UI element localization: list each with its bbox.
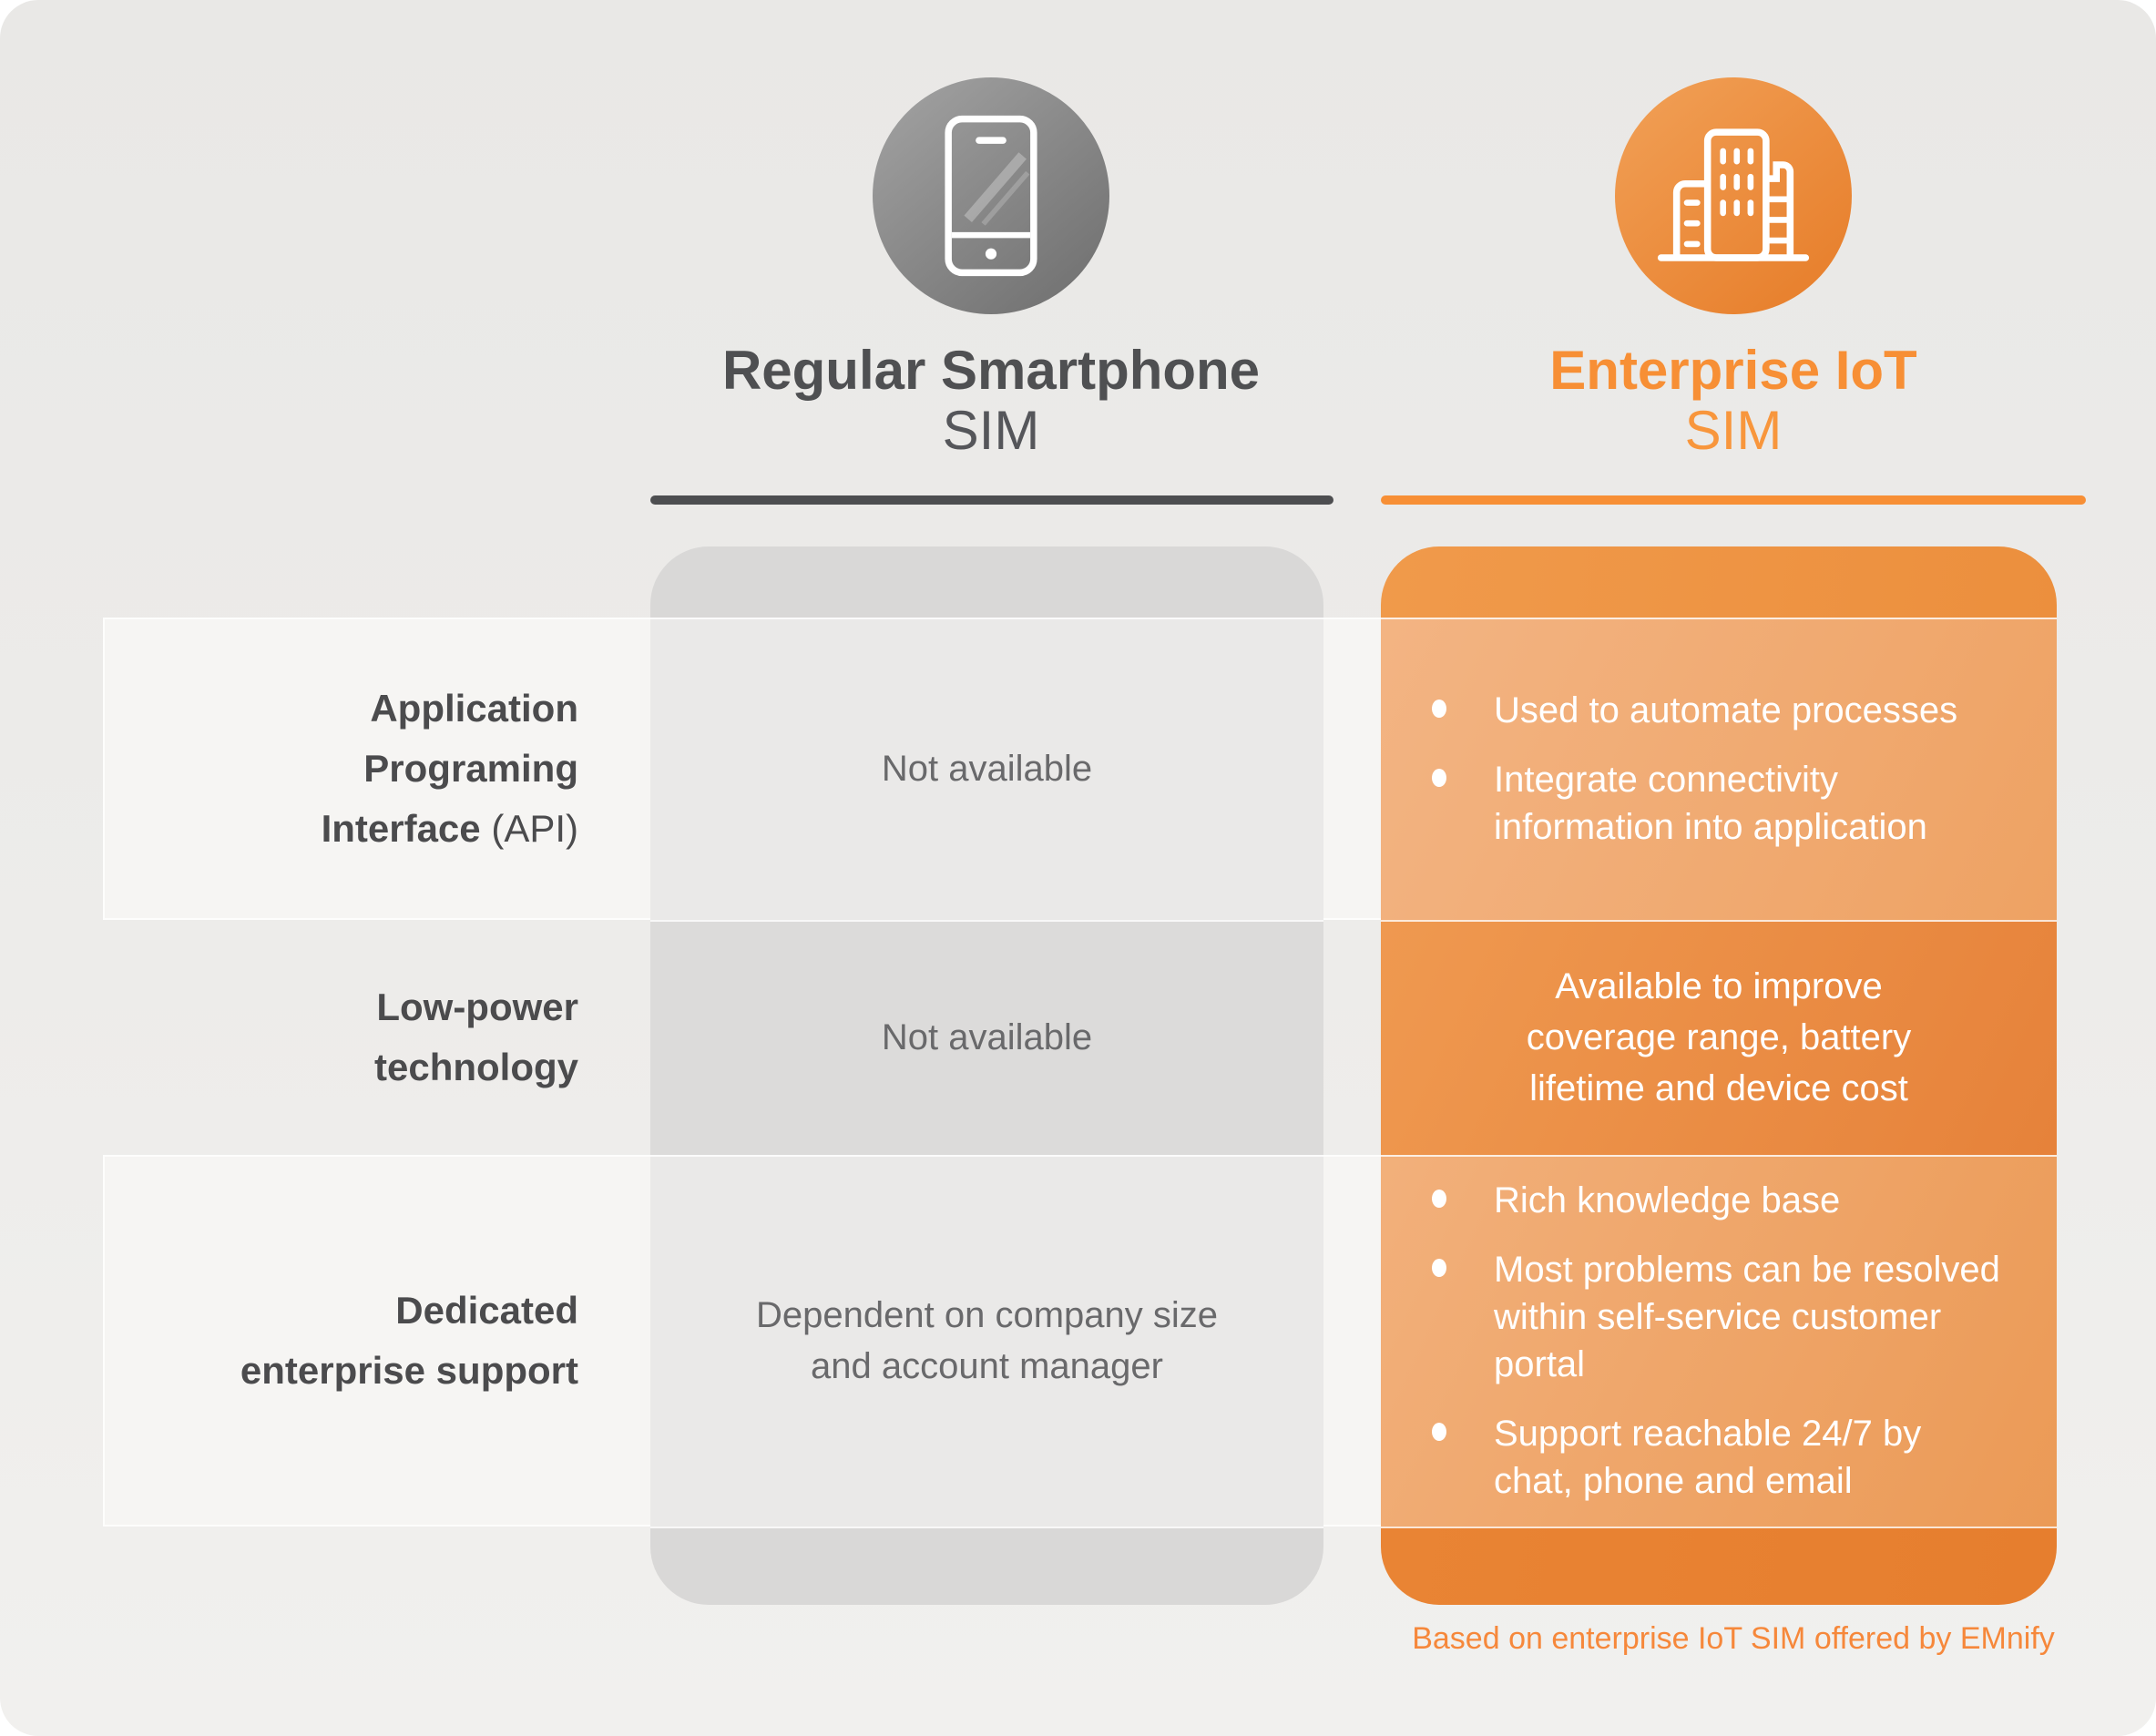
regular-title-text: Regular Smartphone (721, 340, 1261, 401)
building-icon (1656, 127, 1811, 265)
enterprise-panel-row1-bg (1381, 618, 2057, 920)
regular-panel-top-cap (650, 546, 1323, 618)
enterprise-title-underline (1381, 495, 2086, 505)
bullet-text: Used to automate processes (1494, 690, 1958, 730)
attribution-note: Based on enterprise IoT SIM offered by E… (1412, 1621, 2055, 1656)
bullet-text: Integrate connectivity information into … (1494, 760, 1927, 847)
bullet-text: Support reachable 24/7 by chat, phone an… (1494, 1414, 1922, 1501)
bullet-item: Used to automate processes (1432, 687, 2026, 734)
bullet-item: Integrate connectivity information into … (1432, 756, 2026, 851)
enterprise-title-text: Enterprise IoT (1549, 340, 1917, 401)
regular-title-subtitle: SIM (942, 400, 1040, 461)
enterprise-header-circle (1615, 77, 1852, 314)
regular-cell-low-power: Not available (881, 1017, 1093, 1057)
regular-panel-row2-bg (650, 920, 1323, 1155)
bullet-item: Most problems can be resolved within sel… (1432, 1246, 2026, 1388)
regular-cell-api: Not available (881, 749, 1093, 789)
bullet-text: Most problems can be resolved within sel… (1494, 1250, 2000, 1384)
smartphone-icon (944, 115, 1038, 277)
bullet-dot-icon (1432, 1190, 1446, 1208)
regular-sim-panel (650, 546, 1323, 1605)
bullet-dot-icon (1432, 700, 1446, 718)
enterprise-sim-panel (1381, 546, 2057, 1605)
regular-panel-bottom-cap (650, 1527, 1323, 1605)
enterprise-column-title: Enterprise IoT SIM (1381, 341, 2086, 461)
enterprise-panel-row2-bg (1381, 920, 2057, 1155)
enterprise-title-subtitle: SIM (1684, 400, 1783, 461)
bullet-item: Support reachable 24/7 by chat, phone an… (1432, 1410, 2026, 1505)
enterprise-panel-row3-bg (1381, 1155, 2057, 1527)
bullet-item: Rich knowledge base (1432, 1177, 2026, 1224)
regular-panel-row1-bg (650, 618, 1323, 920)
regular-header-circle (873, 77, 1109, 314)
enterprise-panel-top-cap (1381, 546, 2057, 618)
regular-panel-row3-bg (650, 1155, 1323, 1527)
regular-column-title: Regular Smartphone SIM (650, 341, 1332, 461)
regular-title-underline (650, 495, 1333, 505)
bullet-dot-icon (1432, 1259, 1446, 1277)
enterprise-panel-bottom-cap (1381, 1527, 2057, 1605)
bullet-dot-icon (1432, 1423, 1446, 1441)
bullet-dot-icon (1432, 769, 1446, 787)
bullet-text: Rich knowledge base (1494, 1180, 1841, 1220)
